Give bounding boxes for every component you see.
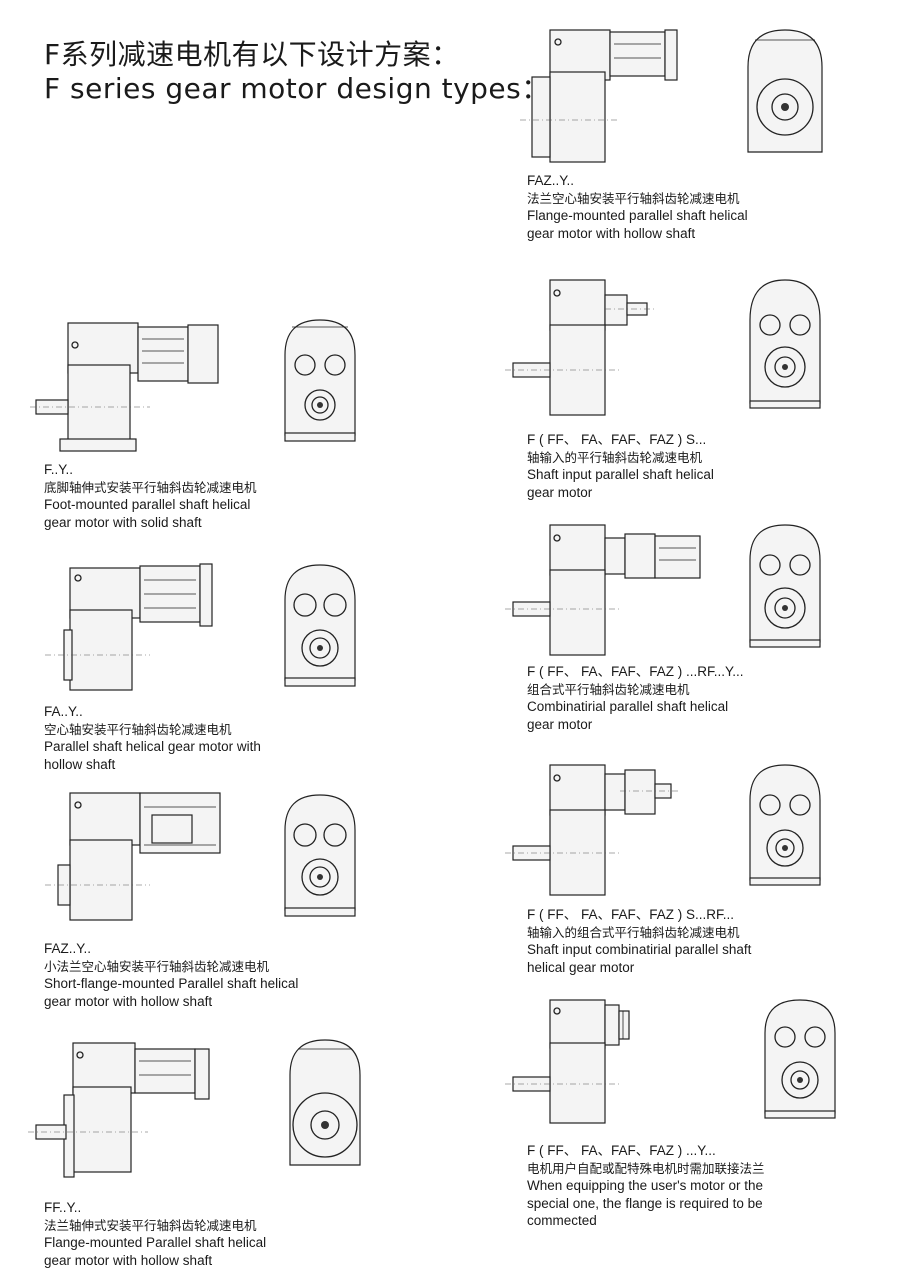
flange-mounted-drawing xyxy=(28,1039,361,1178)
short-flange-hollow-shaft-drawing xyxy=(45,792,356,921)
caption-flange-mounted-hollow-shaft: FAZ..Y.. 法兰空心轴安装平行轴斜齿轮减速电机 Flange-mounte… xyxy=(527,172,748,242)
shaft-input-combinatirial-drawing xyxy=(505,764,821,896)
design-name-en: helical gear motor xyxy=(527,959,635,975)
design-name-en: gear motor with solid shaft xyxy=(44,514,202,530)
design-name-cn: 法兰空心轴安装平行轴斜齿轮减速电机 xyxy=(527,190,740,206)
design-name-cn: 底脚轴伸式安装平行轴斜齿轮减速电机 xyxy=(44,479,257,495)
shaft-input-drawing xyxy=(505,279,821,416)
design-code: FAZ..Y.. xyxy=(527,173,575,188)
design-name-en: Parallel shaft helical gear motor with xyxy=(44,739,261,754)
design-name-cn: 电机用户自配或配特殊电机时需加联接法兰 xyxy=(527,1160,765,1176)
title-chinese: F系列减速电机有以下设计方案： xyxy=(44,38,460,71)
design-code: F..Y.. xyxy=(44,462,74,477)
design-code: F ( FF、 FA、FAF、FAZ ) S... xyxy=(527,432,707,447)
caption-user-motor-flange: F ( FF、 FA、FAF、FAZ ) ...Y... 电机用户自配或配特殊电… xyxy=(527,1142,765,1230)
design-name-cn: 空心轴安装平行轴斜齿轮减速电机 xyxy=(44,721,232,737)
design-name-en: special one, the flange is required to b… xyxy=(527,1195,763,1211)
caption-hollow-shaft: FA..Y.. 空心轴安装平行轴斜齿轮减速电机 Parallel shaft h… xyxy=(44,703,261,773)
design-code: FA..Y.. xyxy=(44,704,83,719)
page-title: F系列减速电机有以下设计方案： F series gear motor desi… xyxy=(44,38,550,106)
design-name-en: gear motor xyxy=(527,484,593,500)
caption-foot-mounted-solid-shaft: F..Y.. 底脚轴伸式安装平行轴斜齿轮减速电机 Foot-mounted pa… xyxy=(44,461,257,531)
design-name-en: Shaft input combinatirial parallel shaft xyxy=(527,942,752,957)
design-name-cn: 法兰轴伸式安装平行轴斜齿轮减速电机 xyxy=(44,1217,257,1233)
design-name-cn: 组合式平行轴斜齿轮减速电机 xyxy=(527,681,690,697)
design-name-en: gear motor with hollow shaft xyxy=(44,1252,213,1268)
caption-shaft-input-combinatirial: F ( FF、 FA、FAF、FAZ ) S...RF... 轴输入的组合式平行… xyxy=(527,906,751,976)
design-code: FF..Y.. xyxy=(44,1200,82,1215)
design-name-en: Short-flange-mounted Parallel shaft heli… xyxy=(44,976,299,991)
design-code: FAZ..Y.. xyxy=(44,941,92,956)
user-motor-flange-drawing xyxy=(505,999,836,1124)
design-name-en: gear motor with hollow shaft xyxy=(44,993,213,1009)
design-code: F ( FF、 FA、FAF、FAZ ) ...RF...Y... xyxy=(527,664,744,679)
design-name-en: Flange-mounted Parallel shaft helical xyxy=(44,1235,267,1250)
foot-mounted-solid-shaft-drawing xyxy=(30,319,356,452)
design-name-en: hollow shaft xyxy=(44,756,116,772)
caption-flange-mounted: FF..Y.. 法兰轴伸式安装平行轴斜齿轮减速电机 Flange-mounted… xyxy=(44,1199,266,1269)
design-name-en: commected xyxy=(527,1213,597,1228)
design-name-en: Foot-mounted parallel shaft helical xyxy=(44,497,251,512)
combinatirial-drawing xyxy=(505,524,821,656)
design-name-en: Shaft input parallel shaft helical xyxy=(527,467,714,482)
title-english: F series gear motor design types： xyxy=(44,72,550,105)
design-code: F ( FF、 FA、FAF、FAZ ) ...Y... xyxy=(527,1143,716,1158)
design-name-cn: 小法兰空心轴安装平行轴斜齿轮减速电机 xyxy=(44,958,270,974)
design-code: F ( FF、 FA、FAF、FAZ ) S...RF... xyxy=(527,907,735,922)
flange-mounted-hollow-shaft-drawing xyxy=(520,29,823,163)
caption-combinatirial: F ( FF、 FA、FAF、FAZ ) ...RF...Y... 组合式平行轴… xyxy=(527,663,744,733)
design-name-en: When equipping the user's motor or the xyxy=(527,1178,763,1193)
design-name-cn: 轴输入的平行轴斜齿轮减速电机 xyxy=(527,449,703,465)
caption-short-flange-hollow-shaft: FAZ..Y.. 小法兰空心轴安装平行轴斜齿轮减速电机 Short-flange… xyxy=(44,940,298,1010)
design-name-en: Combinatirial parallel shaft helical xyxy=(527,699,729,714)
design-name-en: gear motor xyxy=(527,716,593,732)
design-name-cn: 轴输入的组合式平行轴斜齿轮减速电机 xyxy=(527,924,740,940)
design-name-en: gear motor with hollow shaft xyxy=(527,225,696,241)
hollow-shaft-drawing xyxy=(45,563,356,691)
design-name-en: Flange-mounted parallel shaft helical xyxy=(527,208,748,223)
caption-shaft-input: F ( FF、 FA、FAF、FAZ ) S... 轴输入的平行轴斜齿轮减速电机… xyxy=(527,431,714,501)
